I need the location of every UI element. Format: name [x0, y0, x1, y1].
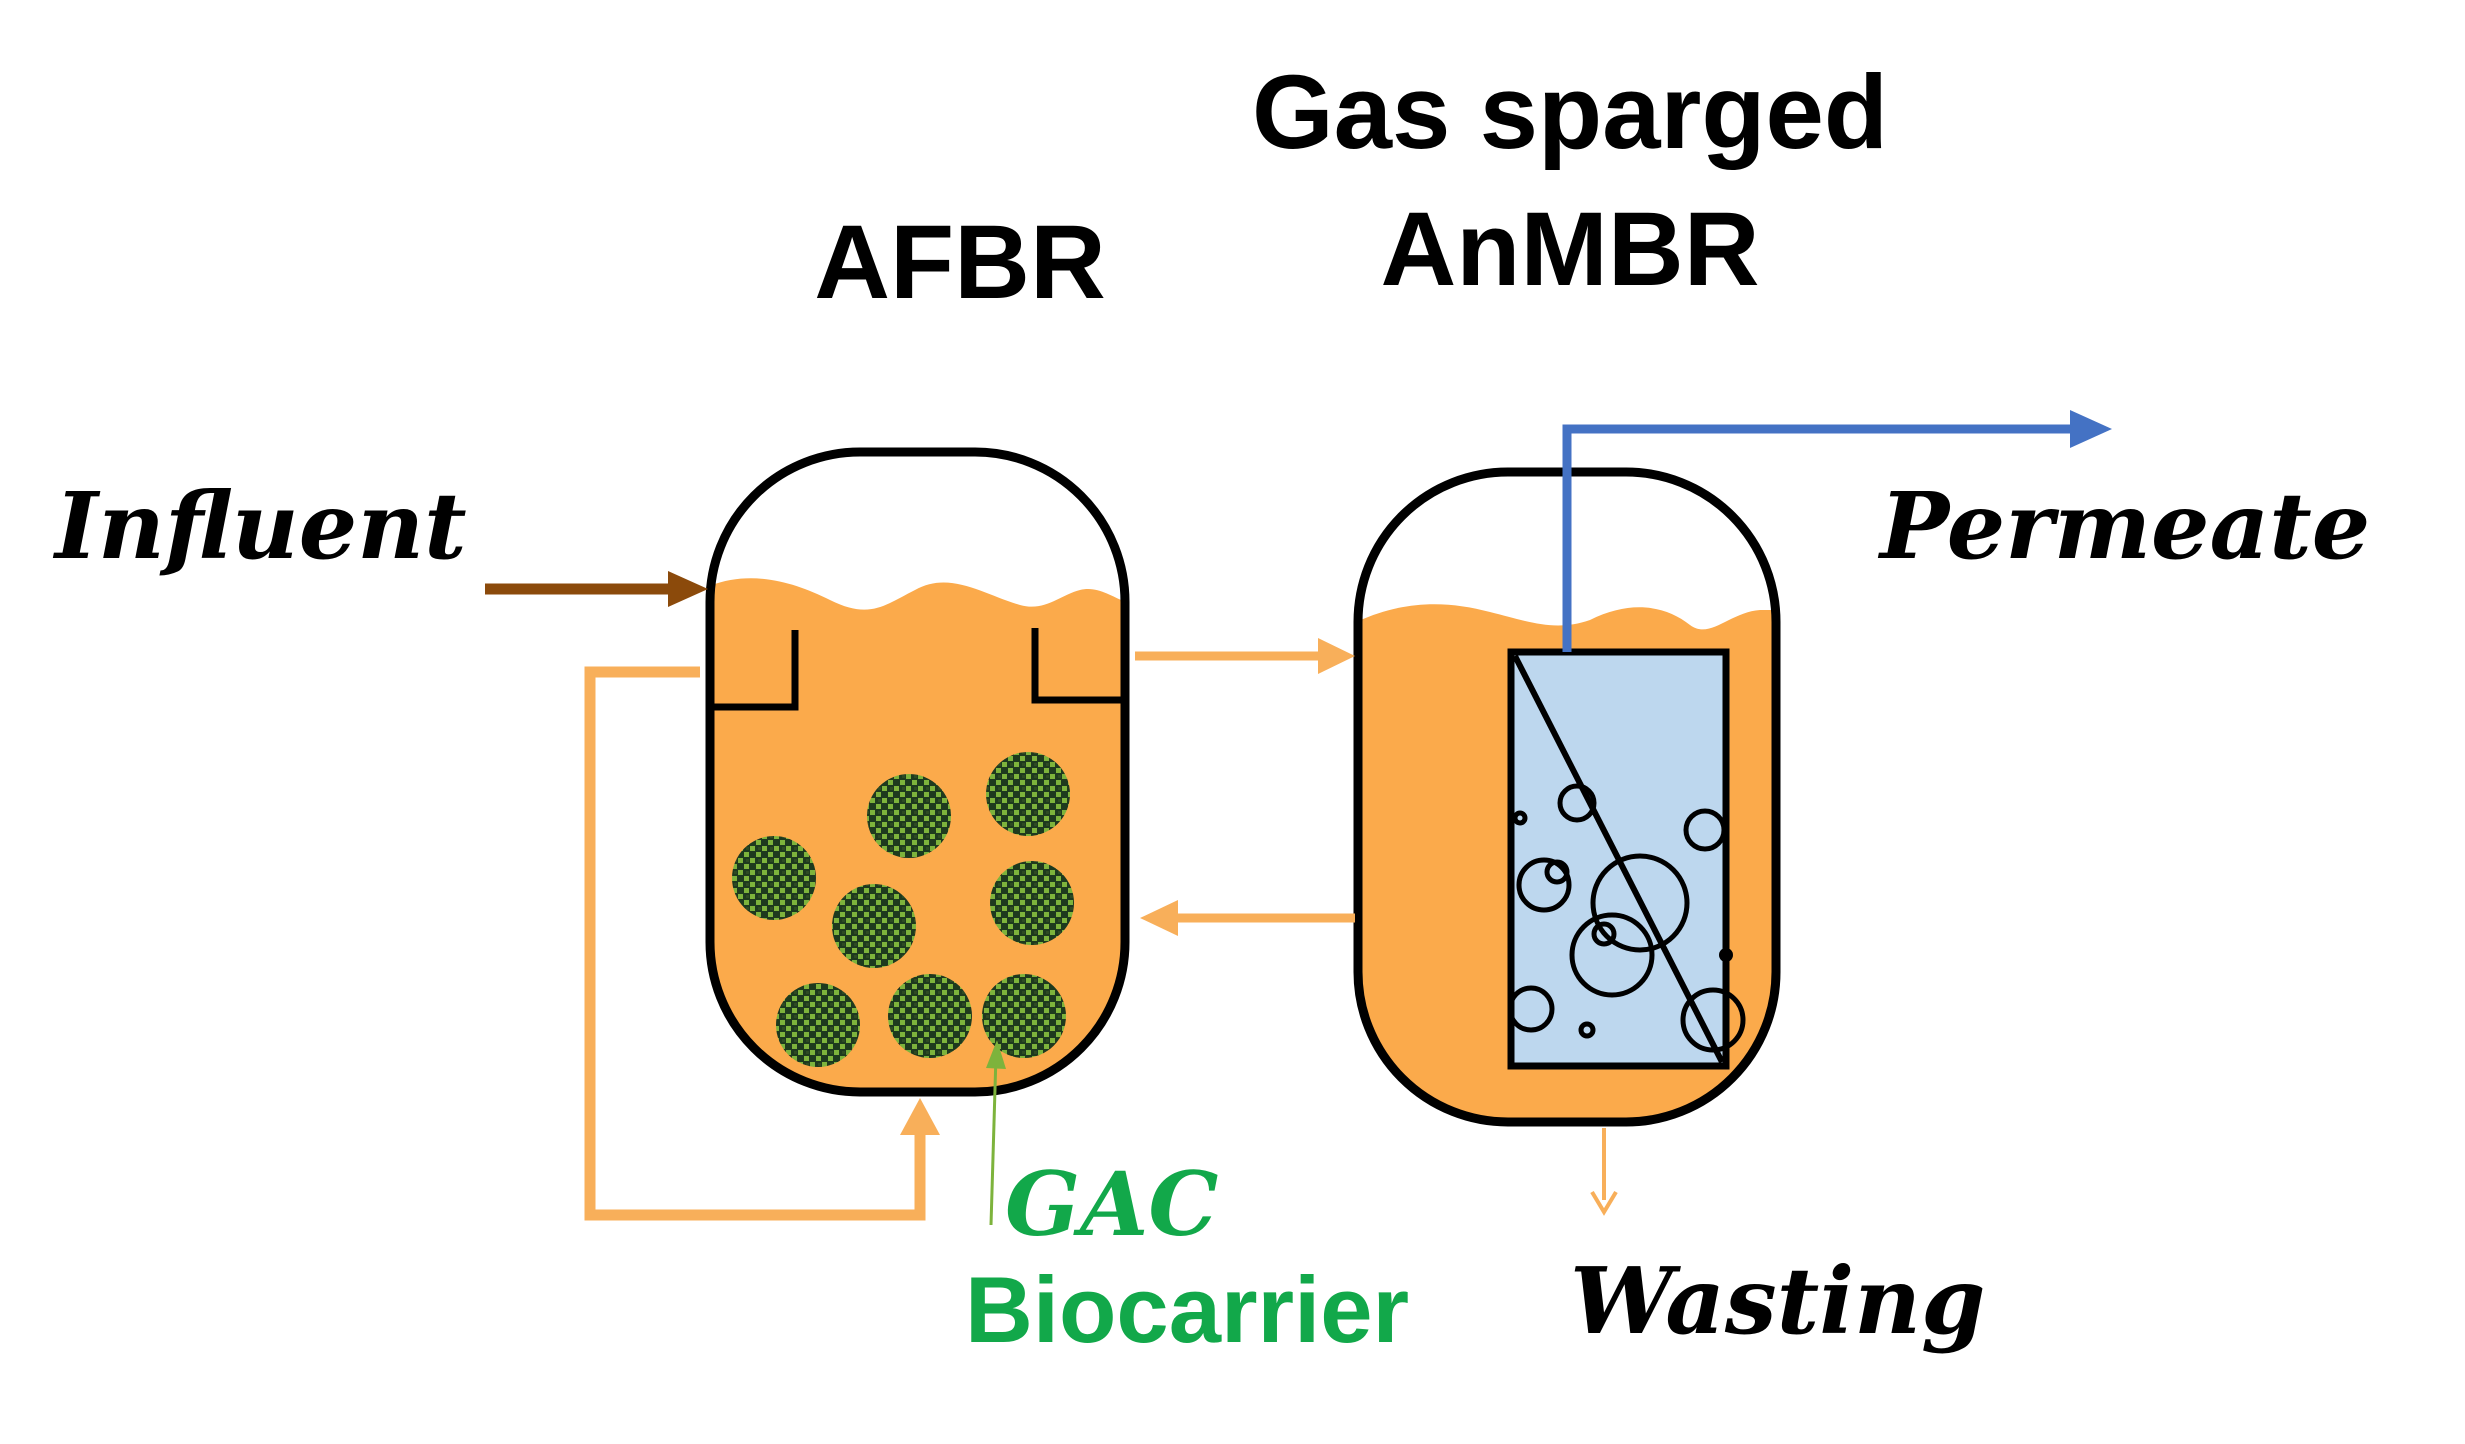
anmbr-title-line1: Gas sparged — [1252, 54, 1888, 171]
influent-arrow — [485, 571, 708, 607]
recycle-arrow — [584, 666, 940, 1221]
gac-granules — [732, 752, 1074, 1067]
gac-pointer-arrow — [986, 1040, 1006, 1226]
gac-pointer-shaft — [989, 1054, 998, 1226]
gac-label: GAC — [1005, 1152, 1218, 1256]
gas-bubble-icon — [1591, 921, 1617, 947]
influent-arrow-head — [668, 571, 708, 607]
afbr-vessel-outline — [705, 447, 1130, 1097]
wasting-arrow — [1590, 1128, 1618, 1216]
gas-bubble-icon — [1544, 859, 1570, 885]
gas-bubble-icon — [1569, 912, 1655, 998]
gas-bubble-icon — [1512, 810, 1528, 826]
permeate-arrow-head — [2070, 410, 2112, 448]
gac-granule-icon — [732, 836, 816, 920]
gac-granule-icon — [888, 974, 972, 1058]
gas-bubble-icon — [1516, 857, 1572, 913]
gas-bubble-icon — [1683, 808, 1727, 852]
gac-granule-icon — [867, 774, 951, 858]
gas-bubble-icon — [1578, 1021, 1596, 1039]
wasting-arrow-head — [1590, 1190, 1618, 1216]
return-arrow-head — [1140, 900, 1178, 936]
gas-bubble-icon — [1680, 987, 1746, 1053]
gas-bubble-icon — [1507, 985, 1555, 1033]
anmbr-title-line2: AnMBR — [1380, 191, 1759, 308]
gac-granule-icon — [982, 974, 1066, 1058]
recycle-arrow-line — [584, 666, 926, 1221]
wasting-label: Wasting — [1570, 1247, 1985, 1355]
biocarrier-label: Biocarrier — [965, 1257, 1409, 1362]
gas-bubble-icon — [1590, 853, 1690, 953]
permeate-label: Permeate — [1877, 472, 2370, 580]
influent-label: Influent — [52, 472, 467, 580]
gac-granule-icon — [990, 861, 1074, 945]
anmbr-reactor — [1353, 467, 1781, 1127]
gas-bubble-icon — [1557, 783, 1597, 823]
membrane-module-icon — [1507, 648, 1746, 1070]
permeate-arrow — [1562, 410, 2112, 652]
afbr-title: AFBR — [814, 204, 1106, 321]
gac-granule-icon — [776, 983, 860, 1067]
gac-granule-icon — [986, 752, 1070, 836]
return-arrow-to-afbr — [1140, 900, 1355, 936]
gac-granule-icon — [832, 884, 916, 968]
afbr-reactor — [705, 447, 1130, 1097]
transfer-arrow-head — [1318, 638, 1355, 674]
afbr-baffle-right — [1031, 628, 1123, 704]
transfer-arrow-to-anmbr — [1135, 638, 1355, 674]
afbr-baffle-left — [712, 630, 799, 711]
recycle-arrow-head — [900, 1098, 940, 1135]
gac-pointer-head — [986, 1040, 1006, 1069]
gas-bubbles — [1507, 783, 1746, 1053]
permeate-arrow-line — [1562, 424, 2075, 652]
gas-bubble-icon — [1719, 948, 1733, 962]
